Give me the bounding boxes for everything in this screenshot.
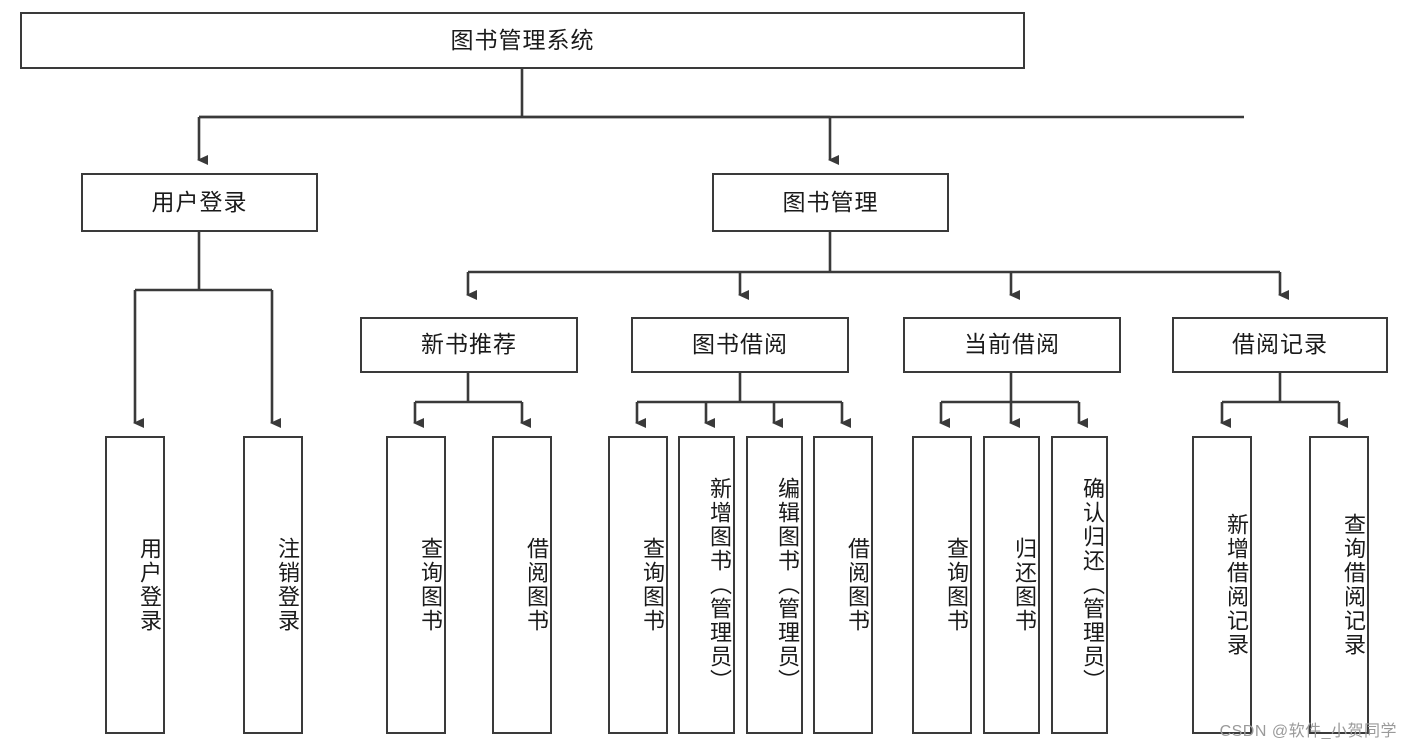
node-leaf-rec-add[interactable]: 新增借阅记录: [1192, 436, 1252, 734]
node-leaf-rec-query2[interactable]: 查询借阅记录: [1309, 436, 1369, 734]
node-leaf-cur-confirm-label: 确认归还（管理员）: [1080, 477, 1105, 693]
node-leaf-borrow-do[interactable]: 借阅图书: [813, 436, 873, 734]
node-leaf-rec-borrow-label: 借阅图书: [524, 537, 549, 633]
node-root-label: 图书管理系统: [450, 26, 595, 53]
node-current-borrow-label: 当前借阅: [964, 331, 1060, 358]
node-book-manage[interactable]: 图书管理: [712, 173, 949, 232]
node-leaf-borrow-edit[interactable]: 编辑图书（管理员）: [746, 436, 803, 734]
node-leaf-user-login[interactable]: 用户登录: [105, 436, 165, 734]
node-leaf-rec-query2-label: 查询借阅记录: [1341, 513, 1366, 657]
node-current-borrow[interactable]: 当前借阅: [903, 317, 1121, 373]
node-leaf-borrow-add-label: 新增图书（管理员）: [707, 477, 732, 693]
node-leaf-borrow-do-label: 借阅图书: [845, 537, 870, 633]
node-leaf-rec-query-label: 查询图书: [418, 537, 443, 633]
node-new-book-rec-label: 新书推荐: [421, 331, 517, 358]
node-leaf-borrow-query[interactable]: 查询图书: [608, 436, 668, 734]
node-leaf-borrow-add[interactable]: 新增图书（管理员）: [678, 436, 735, 734]
node-leaf-cur-return-label: 归还图书: [1012, 537, 1037, 633]
csdn-watermark: CSDN @软件_小贺同学: [1219, 723, 1397, 740]
node-leaf-rec-add-label: 新增借阅记录: [1224, 513, 1249, 657]
node-leaf-cur-confirm[interactable]: 确认归还（管理员）: [1051, 436, 1108, 734]
node-book-manage-label: 图书管理: [782, 188, 879, 215]
node-leaf-user-logout[interactable]: 注销登录: [243, 436, 303, 734]
node-leaf-borrow-query-label: 查询图书: [640, 537, 665, 633]
node-leaf-borrow-edit-label: 编辑图书（管理员）: [775, 477, 800, 693]
node-leaf-rec-borrow[interactable]: 借阅图书: [492, 436, 552, 734]
node-book-borrow-label: 图书借阅: [692, 331, 788, 358]
node-leaf-user-logout-label: 注销登录: [275, 537, 300, 633]
node-leaf-cur-query-label: 查询图书: [944, 537, 969, 633]
node-user-login-label: 用户登录: [151, 188, 248, 215]
node-borrow-record-label: 借阅记录: [1232, 331, 1328, 358]
node-borrow-record[interactable]: 借阅记录: [1172, 317, 1388, 373]
node-user-login[interactable]: 用户登录: [81, 173, 318, 232]
node-leaf-user-login-label: 用户登录: [137, 537, 162, 633]
node-book-borrow[interactable]: 图书借阅: [631, 317, 849, 373]
node-leaf-cur-query[interactable]: 查询图书: [912, 436, 972, 734]
node-leaf-cur-return[interactable]: 归还图书: [983, 436, 1040, 734]
node-new-book-rec[interactable]: 新书推荐: [360, 317, 578, 373]
node-leaf-rec-query[interactable]: 查询图书: [386, 436, 446, 734]
node-root[interactable]: 图书管理系统: [20, 12, 1025, 69]
